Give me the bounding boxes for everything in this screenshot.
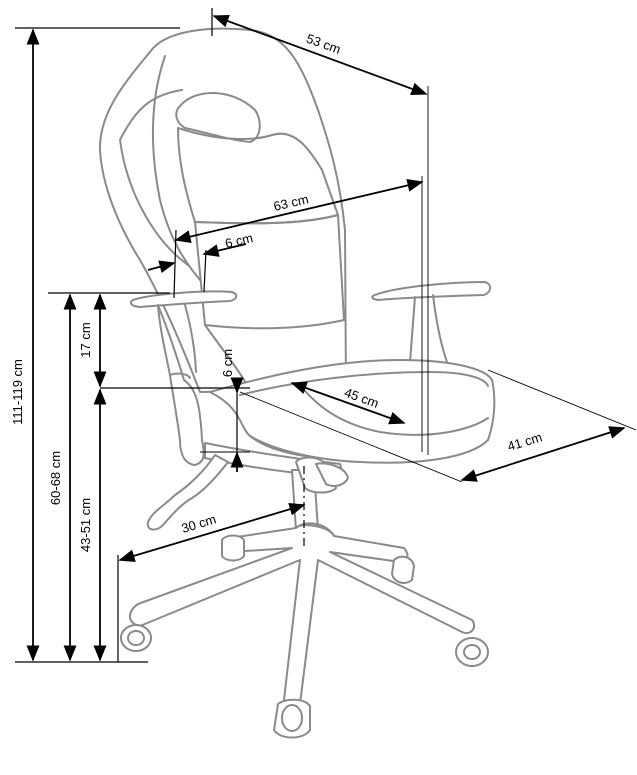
- seat-depth-ext-front: [239, 391, 463, 483]
- seat-depth-line: [460, 426, 626, 482]
- chair-illustration: [98, 27, 496, 739]
- label-armrest-height: 60-68 cm: [48, 451, 63, 505]
- backrest-inner-contour: [119, 89, 189, 266]
- backrest-width-line: [212, 14, 428, 96]
- headrest-pad: [175, 92, 261, 143]
- star-base: [129, 524, 476, 710]
- right-armrest-pad: [371, 281, 492, 301]
- seat-width-line: [290, 381, 406, 425]
- label-armrest-width: 6 cm: [224, 230, 255, 251]
- label-total-height: 111-119 cm: [10, 359, 25, 425]
- backrest-side-line: [152, 55, 201, 281]
- label-seat-thickness: 6 cm: [220, 349, 235, 377]
- label-seat-height: 43-51 cm: [78, 498, 93, 552]
- caster-left: [120, 624, 152, 652]
- armrest-width-ext-left: [173, 229, 177, 299]
- right-armrest-support: [409, 294, 448, 363]
- base-radius-line: [118, 502, 306, 563]
- armrest-width-arrow-left: [147, 260, 176, 274]
- caster-front: [273, 698, 311, 739]
- label-armrest-above-seat: 17 cm: [78, 322, 93, 357]
- caster-right: [455, 637, 489, 667]
- back-lower-panel: [194, 214, 345, 330]
- armrest-width-ext-right: [203, 249, 207, 293]
- armrest-width-arrow-right: [202, 243, 247, 257]
- label-seat-depth: 41 cm: [506, 429, 544, 454]
- left-armrest-bracket: [169, 372, 191, 379]
- caster-back-left: [221, 534, 245, 562]
- seat-top-contour: [239, 371, 489, 396]
- gas-lift-ring: [315, 462, 349, 487]
- left-armrest-pad: [129, 290, 238, 308]
- caster-back-right: [391, 555, 415, 584]
- seat-depth-ext-back: [487, 369, 637, 431]
- dimension-lines: [15, 8, 637, 663]
- label-backrest-width: 53 cm: [304, 31, 342, 57]
- back-center-panel: [177, 127, 339, 225]
- overall-width-line: [174, 179, 424, 243]
- backrest-shell: [98, 27, 347, 393]
- left-armrest-post: [184, 304, 197, 373]
